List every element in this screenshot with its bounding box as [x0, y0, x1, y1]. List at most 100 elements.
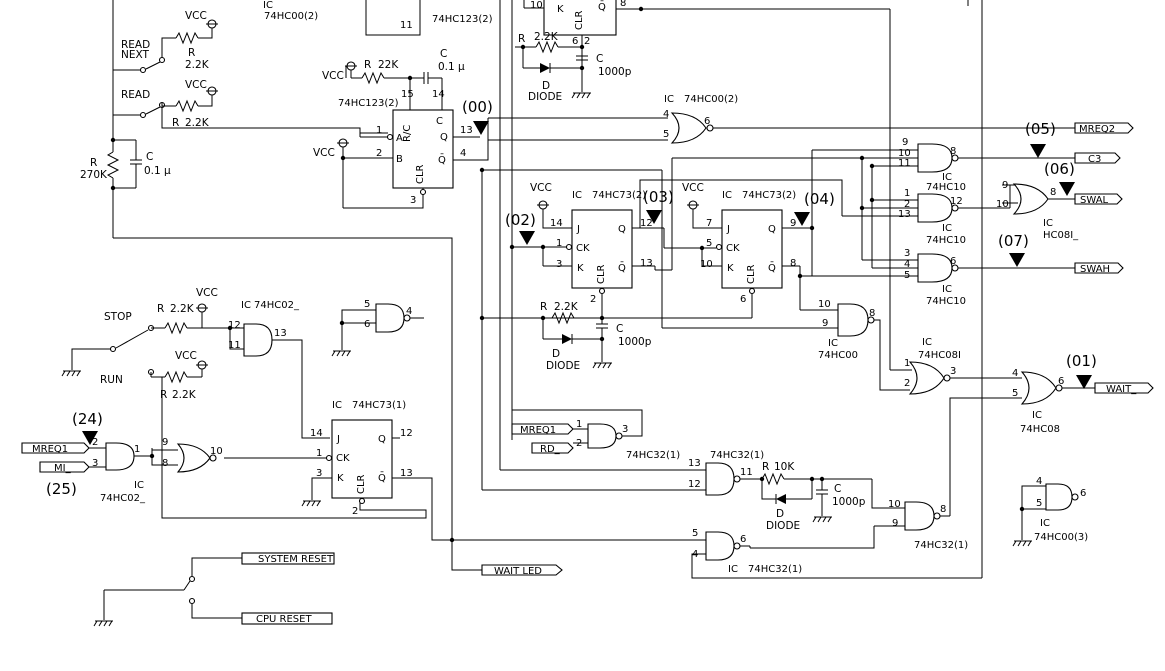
signal-wait: WAIT_ [1106, 384, 1137, 395]
pin-number: 4 [406, 306, 412, 317]
ic-ref: IC [664, 94, 674, 105]
signal-swah: SWAH [1080, 264, 1110, 275]
pin-number: 2 [904, 199, 910, 210]
pin-number: 14 [310, 428, 323, 439]
pin-qbar: Q̄ [378, 471, 386, 484]
pin-number: 10 [210, 446, 223, 457]
capacitor-ref: C [834, 483, 841, 495]
pin-number: 3 [92, 458, 98, 469]
pin-qbar: Q̄ [598, 0, 606, 13]
and-hc08i-swal: 9 10 8 IC HC08I_ SWAL [996, 180, 1123, 241]
pin-b: B [396, 154, 403, 165]
nand3-74hc10-c3: 9 10 11 8 IC 74HC10 C3 [655, 137, 1121, 271]
pin-number: 5 [663, 129, 669, 140]
pin-number: 5 [692, 528, 698, 539]
pin-number: 6 [950, 256, 956, 267]
signal-mreq1-input: MREQ1 [520, 425, 556, 436]
pin-number: 12 [950, 196, 963, 207]
ic-name: 74HC00(2) [264, 11, 318, 22]
ic-ref: IC [241, 300, 251, 311]
test-point-label: (04) [804, 190, 835, 208]
pin-ck: CK [336, 453, 350, 464]
pin-number: 12 [400, 428, 413, 439]
ic-ref: IC [942, 284, 952, 295]
pin-rc: R/C [402, 125, 413, 142]
pin-number: 4 [904, 259, 910, 270]
ic-name: 74HC00 [818, 350, 858, 361]
pin-number: 14 [432, 89, 445, 100]
pin-c: C [436, 116, 443, 127]
capacitor-ref: C [616, 323, 623, 335]
ic-name: 74HC10 [926, 296, 966, 307]
pin-number: 2 [352, 506, 358, 517]
test-point-07: (07) [998, 232, 1029, 267]
switch-label: READ [121, 39, 150, 51]
test-point-06: (06) [1044, 160, 1075, 196]
pin-number: 9 [822, 318, 828, 329]
ic-name: 74HC32(1) [914, 540, 968, 551]
top-partial-section: IC 74HC00(2) 11 74HC123(2) 10 K Q̄ 8 CLR [263, 0, 890, 470]
vcc-label: VCC [313, 147, 335, 159]
pin-number: 12 [688, 479, 701, 490]
nand-74hc00-mreq2: IC 74HC00(2) 4 5 6 MREQ2 [663, 9, 1134, 370]
signal-c3: C3 [1088, 154, 1101, 165]
reset-switch: SYSTEM RESET CPU RESET [93, 552, 335, 627]
ic-name: 74HC08 [1020, 424, 1060, 435]
pin-number: 13 [640, 258, 653, 269]
signal-mreq2: MREQ2 [1079, 124, 1115, 135]
test-point-03: (03) [643, 188, 674, 224]
vcc-label: VCC [185, 79, 207, 91]
ic-name: 74HC08I [918, 350, 961, 361]
pin-number: 1 [376, 125, 382, 136]
resistor-label: R [90, 157, 97, 169]
pin-ck: CK [726, 243, 740, 254]
pin-number: 6 [364, 319, 370, 330]
pin-number: 6 [572, 36, 578, 47]
resistor-label: R [518, 33, 525, 45]
pin-number: 8 [869, 308, 875, 319]
pin-number: 5 [1036, 498, 1042, 509]
pin-number: 1 [904, 358, 910, 369]
ic-name: 74HC73(1) [352, 400, 406, 411]
pin-clr: CLR [415, 164, 426, 184]
pin-number: 13 [400, 468, 413, 479]
pin-number: 1 [134, 444, 140, 455]
pin-number: 2 [376, 148, 382, 159]
test-point-label: (02) [505, 211, 536, 229]
capacitor-value: 0.1 μ [438, 61, 465, 73]
ic-name: HC08I_ [1043, 230, 1079, 241]
pin-number: 12 [228, 320, 241, 331]
pin-number: 9 [1002, 180, 1008, 191]
resistor-label: R [364, 59, 371, 71]
pin-number: 2 [904, 378, 910, 389]
pin-number: 3 [904, 248, 910, 259]
nand-74hc08i: IC 74HC08I 1 2 3 [890, 337, 1022, 395]
resistor-label: R [160, 389, 167, 401]
pin-number: 8 [940, 504, 946, 515]
pin-q: Q [618, 224, 626, 235]
test-point-00: (00) [462, 98, 493, 135]
pin-number: 10 [700, 259, 713, 270]
diode-ref: D [552, 348, 560, 360]
pin-number: 2 [92, 437, 98, 448]
test-point-02: (02) [505, 211, 536, 245]
capacitor-ref: C [440, 48, 447, 60]
ic-ref: IC [922, 337, 932, 348]
test-point-24: (24) [72, 410, 103, 445]
pin-a: A [396, 133, 403, 144]
test-point-label: (00) [462, 98, 493, 116]
ic-name: 74HC02_ [100, 493, 146, 504]
pin-q: Q [768, 224, 776, 235]
test-point-label: (05) [1025, 120, 1056, 138]
nand-74hc08-wait: 4 5 6 IC 74HC08 WAIT_ [949, 368, 1154, 516]
switch-label: STOP [104, 311, 132, 323]
ic-name: 74HC00(3) [1034, 532, 1088, 543]
pin-number: 11 [898, 158, 911, 169]
stop-run-switches: STOP RUN VCC R 2.2K IC 74HC02_ VCC R 2.2… [61, 287, 427, 519]
capacitor-value: 1000p [832, 496, 866, 508]
ic-name: 74HC73(2) [742, 190, 796, 201]
diode-ref: D [542, 80, 550, 92]
ic-name: 74HC10 [926, 235, 966, 246]
test-point-25: (25) [46, 480, 77, 498]
